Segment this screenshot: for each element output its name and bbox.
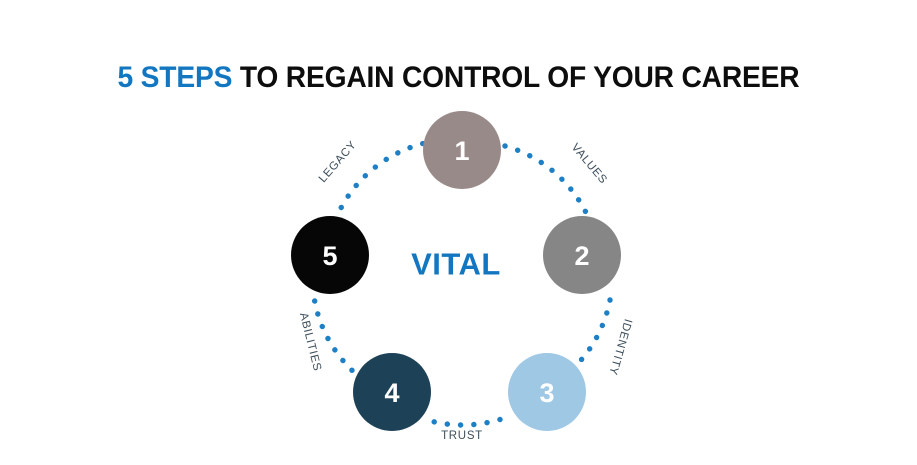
spoke-label-legacy: LEGACY: [317, 139, 359, 185]
vital-cycle-diagram: LEGACY VALUES IDENTITY TRUST ABILITIES V…: [262, 92, 662, 462]
node-circle-1[interactable]: 1: [423, 111, 501, 189]
node-5-number: 5: [322, 241, 337, 271]
node-4-shape[interactable]: [353, 353, 431, 431]
node-circle-5[interactable]: 5: [291, 216, 369, 294]
spoke-label-values: VALUES: [569, 141, 610, 186]
node-circle-4[interactable]: 4: [353, 353, 431, 431]
connector-arc-5-1: [332, 140, 428, 223]
title-accent: 5 STEPS: [117, 61, 233, 95]
node-5-shape[interactable]: [291, 216, 369, 294]
node-2-number: 2: [574, 241, 589, 271]
spoke-label-abilities: ABILITIES: [297, 311, 323, 372]
connector-arc-3-4: [420, 416, 503, 428]
center-label-vital: VITAL: [411, 247, 501, 282]
node-4-number: 4: [384, 378, 399, 408]
title-plain: TO REGAIN CONTROL OF YOUR CAREER: [232, 61, 800, 95]
page-title: 5 STEPS TO REGAIN CONTROL OF YOUR CAREER: [28, 61, 890, 95]
node-2-shape[interactable]: [543, 216, 621, 294]
spoke-label-trust: TRUST: [441, 430, 483, 442]
spoke-label-identity: IDENTITY: [606, 317, 634, 376]
connector-arcs: [311, 140, 613, 428]
connector-arc-1-2: [502, 143, 593, 223]
node-3-shape[interactable]: [508, 353, 586, 431]
node-3-number: 3: [539, 378, 554, 408]
node-1-number: 1: [454, 136, 469, 166]
node-1-shape[interactable]: [423, 111, 501, 189]
node-circle-2[interactable]: 2: [543, 216, 621, 294]
node-circle-3[interactable]: 3: [508, 353, 586, 431]
